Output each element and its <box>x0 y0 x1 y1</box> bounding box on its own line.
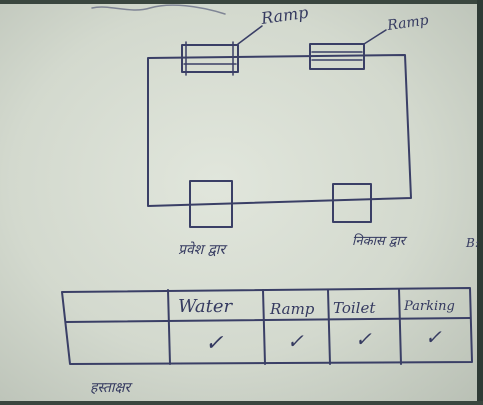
facilities-table <box>61 287 473 365</box>
ramp-right <box>309 43 365 70</box>
table-header-ramp: Ramp <box>269 300 315 318</box>
b-mark: B: <box>465 236 479 250</box>
top-scribble <box>91 4 226 15</box>
check-toilet: ✓ <box>355 327 372 351</box>
photo-edge-bottom <box>0 401 483 405</box>
check-parking: ✓ <box>425 325 442 349</box>
ramp-right-pointer <box>363 29 387 45</box>
table-header-toilet: Toilet <box>333 299 376 317</box>
ramp-left-label: Ramp <box>259 3 310 29</box>
building-outline <box>147 54 412 207</box>
exit-door <box>332 183 372 223</box>
ramp-left <box>181 41 239 76</box>
check-water: ✓ <box>205 331 224 356</box>
ramp-right-label: Ramp <box>385 12 429 34</box>
footer-note: हस्ताक्षर <box>90 380 134 396</box>
table-header-parking: Parking <box>403 299 455 314</box>
entrance-label: प्रवेश द्वार <box>178 241 228 258</box>
ramp-left-pointer <box>237 25 263 45</box>
table-header-water: Water <box>178 296 234 317</box>
photo-edge-top <box>0 0 483 4</box>
photo-edge-right <box>477 0 483 405</box>
entrance-door <box>189 180 233 228</box>
exit-label: निकास द्वार <box>352 233 408 249</box>
check-ramp: ✓ <box>287 329 304 353</box>
